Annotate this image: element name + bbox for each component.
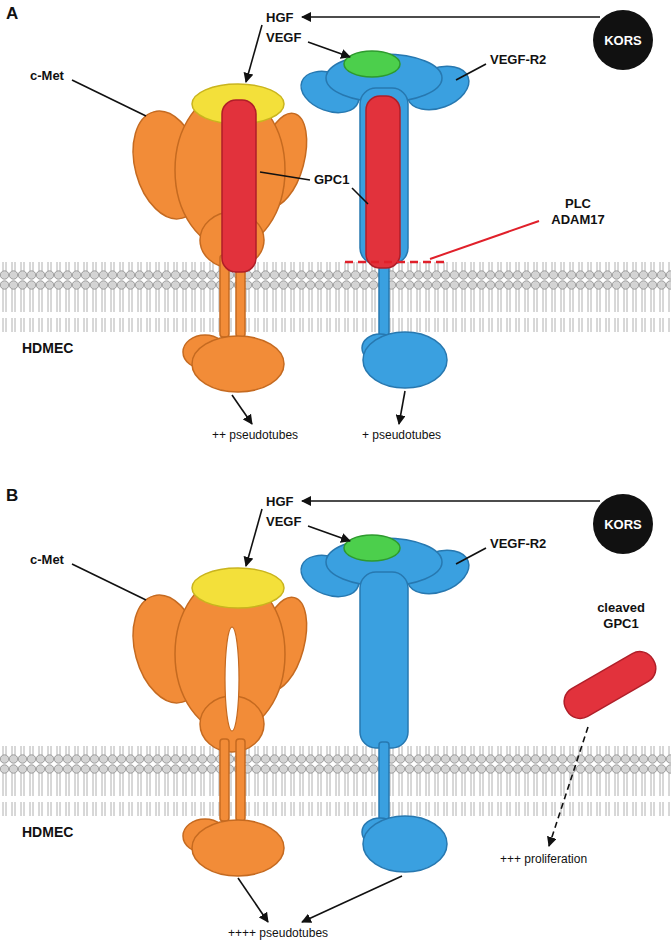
leader-line: [456, 548, 486, 564]
leader-line: [260, 172, 310, 180]
vegfr2-stem: [360, 572, 408, 748]
cmet-kinase: [192, 336, 284, 392]
vegfr2-kinase: [363, 816, 447, 872]
gpc1-core: [366, 96, 400, 268]
vegfr2-receptor: [295, 54, 475, 388]
ligand-label: VEGF: [266, 514, 301, 530]
ligand-label: HGF: [266, 10, 293, 26]
panel-letter: B: [6, 486, 18, 506]
compound-name: KORS: [604, 33, 642, 48]
outcome-label: ++++ pseudotubes: [228, 926, 328, 940]
cmet-receptor: [122, 92, 316, 392]
cmet-cleft: [225, 627, 239, 731]
leader-line: [72, 564, 146, 600]
receptor-label: c-Met: [30, 552, 64, 568]
cell-label: HDMEC: [22, 340, 73, 357]
vegfr2-kinase: [363, 332, 447, 388]
leader-line: [352, 188, 368, 204]
proteoglycan-label: GPC1: [314, 172, 349, 188]
arrow: [246, 25, 262, 82]
dashed-arrow: [549, 727, 588, 846]
arrow: [238, 878, 268, 922]
receptor-label: VEGF-R2: [490, 52, 546, 68]
panel-b-art: [0, 501, 671, 922]
panel-letter: A: [6, 4, 18, 24]
outcome-label: + pseudotubes: [362, 428, 441, 442]
vegf-ligand: [344, 535, 400, 561]
arrow: [399, 391, 405, 424]
arrow: [302, 876, 402, 922]
receptor-label: c-Met: [30, 68, 64, 84]
ligand-label: VEGF: [266, 30, 301, 46]
cmet-kinase: [192, 820, 284, 876]
arrow: [232, 395, 252, 424]
compound-circle: KORS: [593, 10, 653, 70]
leader-line: [456, 64, 486, 80]
cmet-transmembrane: [236, 739, 245, 821]
vegfr2-transmembrane: [379, 742, 389, 820]
vegfr2-transmembrane: [379, 258, 389, 336]
cmet-transmembrane: [220, 739, 229, 821]
outcome-label: ++ pseudotubes: [212, 428, 298, 442]
arrow: [246, 509, 262, 566]
leader-line: [72, 80, 146, 116]
membrane-bilayer: [0, 746, 671, 816]
compound-name: KORS: [604, 517, 642, 532]
enzyme-label: PLC ADAM17: [541, 196, 615, 227]
receptor-label: VEGF-R2: [490, 536, 546, 552]
membrane-bilayer: [0, 262, 671, 332]
arrow: [308, 42, 350, 57]
hgf-ligand: [192, 568, 284, 608]
cell-label: HDMEC: [22, 824, 73, 841]
proteoglycan-label: cleaved GPC1: [586, 600, 656, 631]
cmet-receptor: [122, 576, 316, 876]
outcome-label: +++ proliferation: [500, 852, 587, 866]
cleavage-site: [345, 261, 445, 264]
arrow: [308, 526, 350, 541]
gpc1-core: [222, 100, 256, 272]
panel-a-art: [0, 17, 671, 424]
arrow: [302, 500, 600, 502]
ligand-label: HGF: [266, 494, 293, 510]
vegf-ligand: [344, 51, 400, 77]
vegfr2-receptor: [295, 538, 475, 872]
leader-line: [430, 221, 539, 259]
cleaved-gpc1: [559, 646, 662, 724]
compound-circle: KORS: [593, 494, 653, 554]
arrow: [302, 16, 600, 18]
